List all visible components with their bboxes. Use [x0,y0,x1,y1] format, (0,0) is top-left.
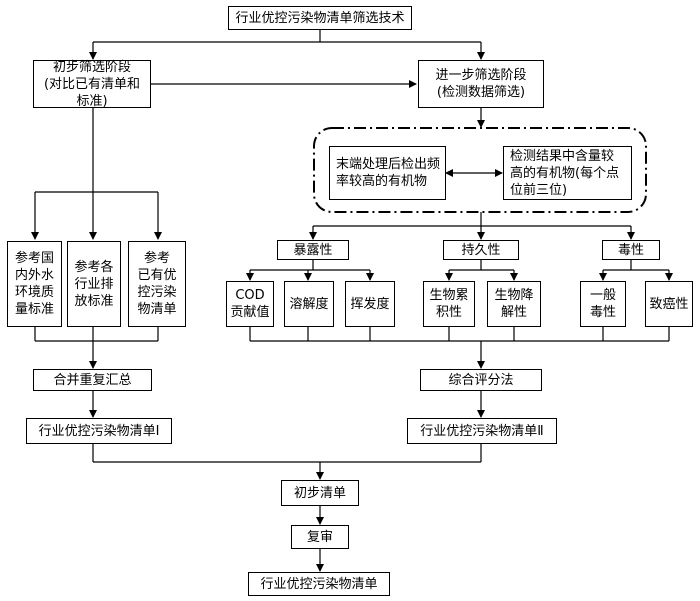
priority-list-1-box: 行业优控污染物清单Ⅰ [26,418,172,444]
priority-list-2-box: 行业优控污染物清单Ⅱ [407,418,557,444]
preliminary-list-box: 初步清单 [281,480,359,506]
detection-group-frame [313,127,647,213]
ref-env-standard-box: 参考国 内外水 环境质 量标准 [7,241,62,327]
biodegradation-box: 生物降 解性 [487,281,541,327]
persistence-box: 持久性 [443,240,519,260]
final-priority-list-box: 行业优控污染物清单 [248,572,390,596]
solubility-box: 溶解度 [284,281,334,327]
ref-industry-standard-box: 参考各 行业排 放标准 [67,241,121,327]
detect-content-box: 检测结果中含量较 高的有机物(每个点 位前三位) [503,146,632,200]
cod-contribution-box: COD 贡献值 [226,281,274,327]
ref-existing-list-box: 参考 已有优 控污染 物清单 [128,241,186,327]
comprehensive-score-box: 综合评分法 [420,369,542,391]
exposure-box: 暴露性 [277,240,349,260]
title-box: 行业优控污染物清单筛选技术 [228,6,412,30]
volatility-box: 挥发度 [345,281,395,327]
detect-frequent-box: 末端处理后检出频 率较高的有机物 [329,146,446,200]
merge-duplicates-box: 合并重复汇总 [33,369,152,391]
toxicity-box: 毒性 [602,240,660,260]
prelim-stage-box: 初步筛选阶段 (对比已有清单和 标准) [33,60,151,109]
bioaccumulation-box: 生物累 积性 [423,281,475,327]
general-toxicity-box: 一般 毒性 [580,281,626,327]
review-box: 复审 [291,525,349,549]
carcinogenicity-box: 致癌性 [645,281,693,327]
further-stage-box: 进一步筛选阶段 (检测数据筛选) [418,60,544,108]
